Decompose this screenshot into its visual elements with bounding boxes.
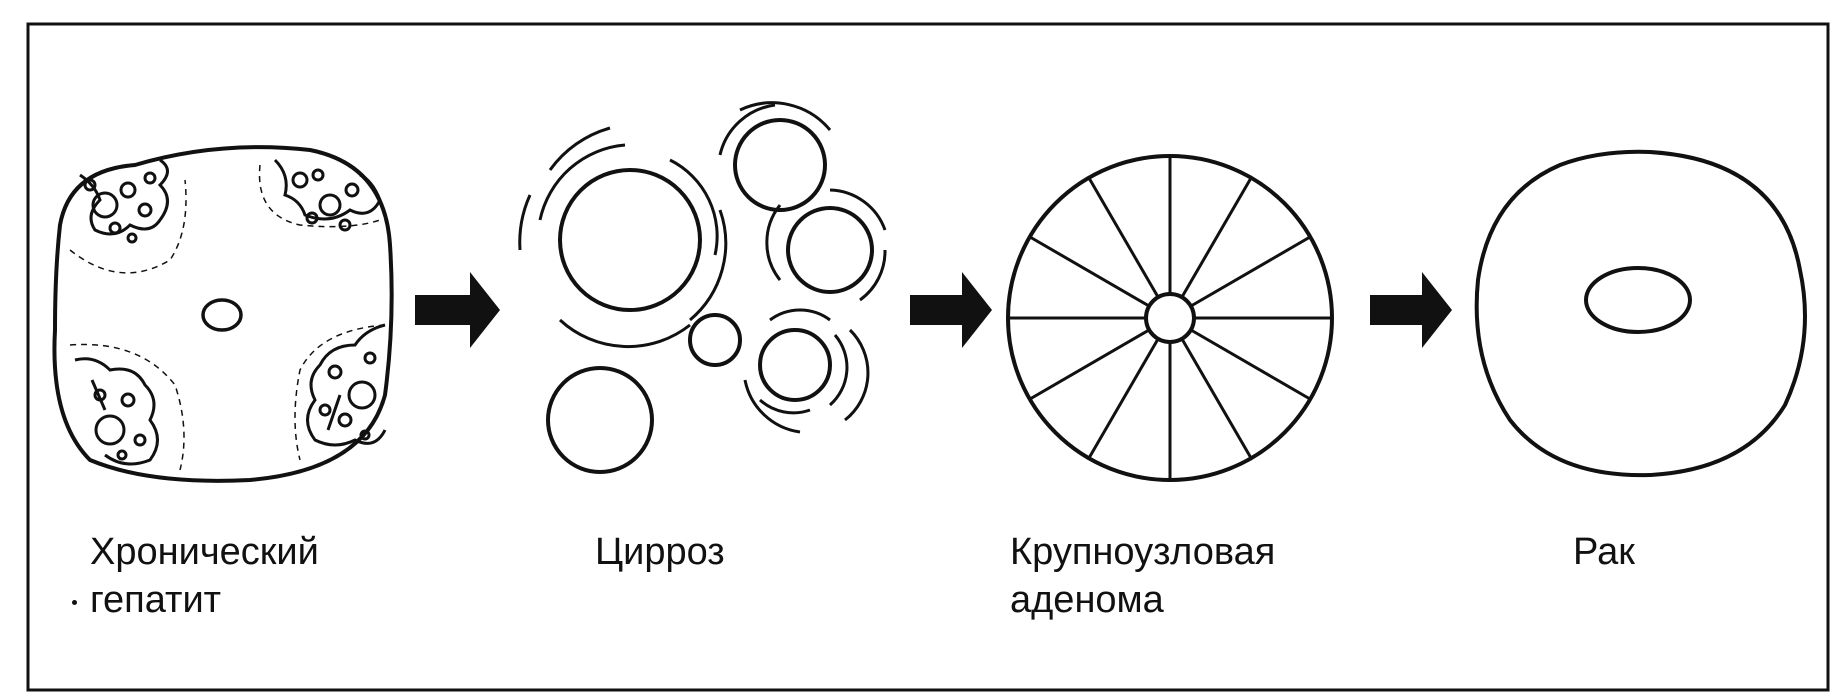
hepatitis-outline bbox=[52, 145, 394, 483]
diagram-frame bbox=[26, 22, 1830, 692]
arrow-right-icon bbox=[415, 272, 500, 348]
adenoma-label: Крупноузловая аденома bbox=[1010, 531, 1276, 621]
adenoma-center bbox=[1144, 292, 1196, 344]
arrow-right-icon bbox=[910, 272, 992, 348]
cancer-outline bbox=[1474, 149, 1807, 478]
adenoma-figure bbox=[1006, 154, 1334, 482]
adenoma-spokes bbox=[1008, 156, 1332, 480]
cancer-label: Рак bbox=[1573, 531, 1635, 573]
hepatitis-figure bbox=[52, 145, 394, 483]
infiltrate-boundaries bbox=[69, 164, 386, 471]
cancer-lumen bbox=[1584, 266, 1692, 334]
infiltrate-top-left bbox=[79, 158, 169, 244]
cirrhosis-label: Цирроз bbox=[595, 531, 725, 573]
print-speck bbox=[72, 600, 77, 605]
infiltrate-bottom-right bbox=[306, 323, 387, 447]
infiltrate-bottom-left bbox=[74, 357, 159, 466]
cirrhosis-figure bbox=[518, 101, 887, 474]
cancer-figure bbox=[1474, 149, 1807, 478]
hepatitis-label: Хронический гепатит bbox=[90, 531, 319, 621]
arrow-right-icon bbox=[1370, 272, 1452, 348]
regenerative-nodules bbox=[546, 118, 874, 474]
infiltrate-top-right bbox=[273, 158, 382, 232]
central-vein bbox=[201, 298, 243, 332]
fibrous-septa bbox=[518, 101, 887, 434]
